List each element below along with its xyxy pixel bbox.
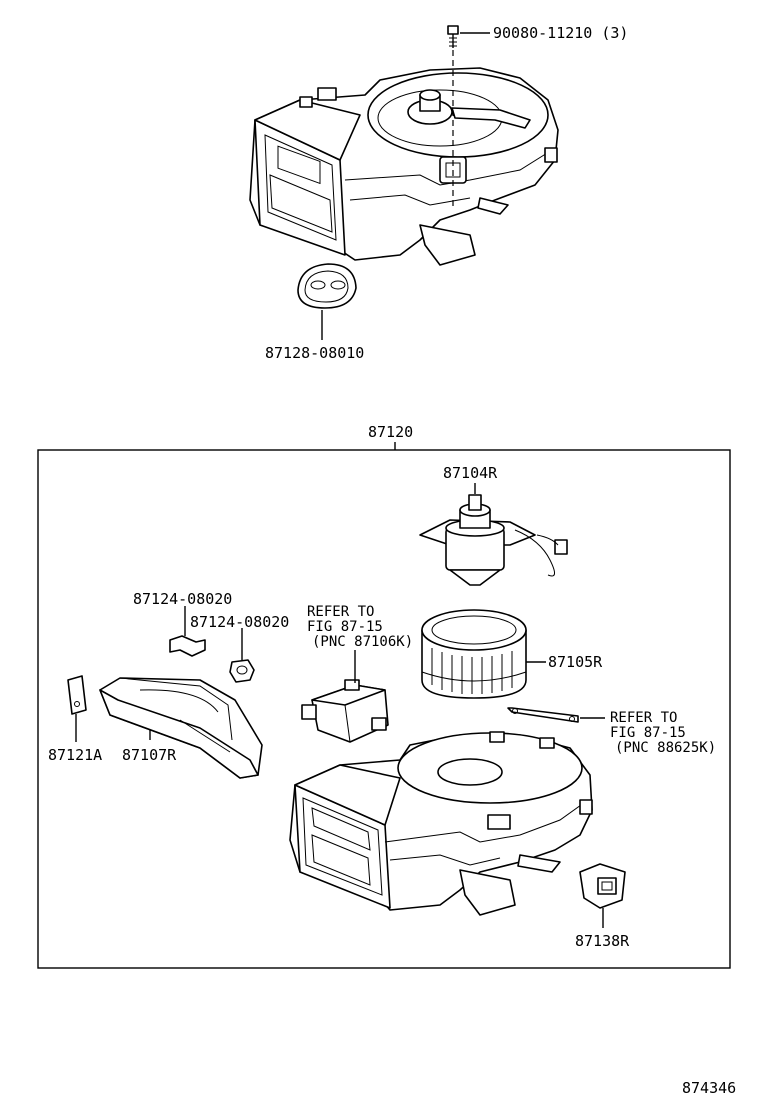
label-refer1-line2: FIG 87-15 <box>307 619 383 635</box>
label-refer2-line2: FIG 87-15 <box>610 725 686 741</box>
blower-motor-part <box>419 494 568 586</box>
grommet-part <box>297 263 357 309</box>
lower-blower-housing <box>289 731 593 916</box>
blower-resistor-part <box>579 863 626 909</box>
figure-number: 874346 <box>682 1079 736 1097</box>
label-resistor: 87138R <box>575 932 630 950</box>
label-clip-a: 87124-08020 <box>133 590 232 608</box>
link-plate-part <box>507 707 579 723</box>
label-clip-b: 87124-08020 <box>190 613 289 631</box>
blower-fan-part <box>421 609 527 699</box>
label-refer1-line1: REFER TO <box>307 604 374 620</box>
label-assembly: 87120 <box>368 423 413 441</box>
label-bracket: 87121A <box>48 746 102 764</box>
label-duct: 87107R <box>122 746 177 764</box>
label-refer2-line1: REFER TO <box>610 710 677 726</box>
label-refer2-line3: (PNC 88625K) <box>615 740 716 756</box>
label-bolt: 90080-11210 (3) <box>493 24 628 42</box>
bolt-part <box>447 25 459 48</box>
clip-part-a <box>169 635 206 657</box>
upper-blower-assembly <box>249 67 559 266</box>
air-duct-part <box>99 677 263 779</box>
label-refer1-line3: (PNC 87106K) <box>312 634 413 650</box>
label-fan: 87105R <box>548 653 603 671</box>
bracket-part <box>67 675 87 715</box>
label-motor: 87104R <box>443 464 498 482</box>
assembly-frame <box>37 449 731 969</box>
servo-motor-part <box>301 679 389 743</box>
clip-part-b <box>229 659 255 683</box>
label-grommet: 87128-08010 <box>265 344 364 362</box>
